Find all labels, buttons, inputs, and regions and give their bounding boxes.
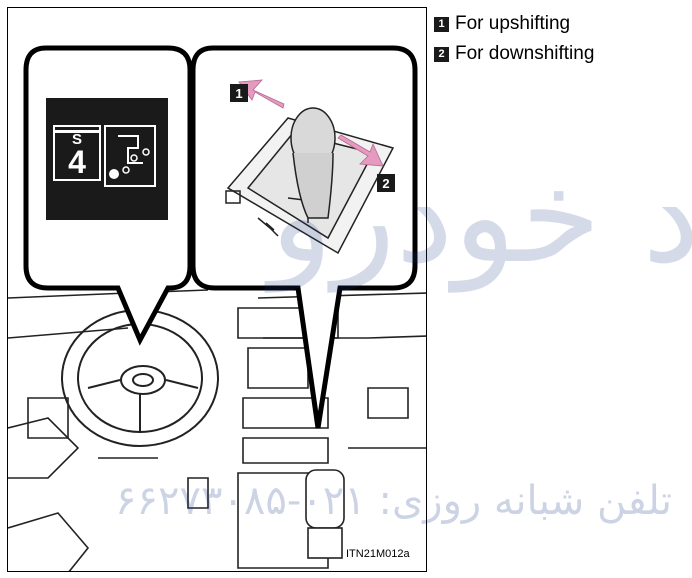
shifter-callout-bubble	[193, 48, 415, 428]
legend-item-downshift: 2 For downshifting	[434, 39, 594, 69]
callout-number-1: 1	[230, 84, 248, 102]
legend: 1 For upshifting 2 For downshifting	[434, 9, 594, 69]
dashboard-drawing	[8, 8, 427, 572]
legend-label-upshift: For upshifting	[455, 13, 570, 35]
legend-number-2: 2	[434, 47, 449, 62]
callout-number-2: 2	[377, 174, 395, 192]
display-gear-text: 4	[56, 144, 98, 180]
legend-item-upshift: 1 For upshifting	[434, 9, 594, 39]
dashboard-lines	[8, 290, 427, 572]
console-shift-lever	[306, 470, 344, 558]
figure-caption: ITN21M012a	[344, 548, 412, 560]
legend-number-1: 1	[434, 17, 449, 32]
legend-label-downshift: For downshifting	[455, 43, 594, 65]
shift-illustration: 1 2 S 4	[7, 7, 427, 572]
